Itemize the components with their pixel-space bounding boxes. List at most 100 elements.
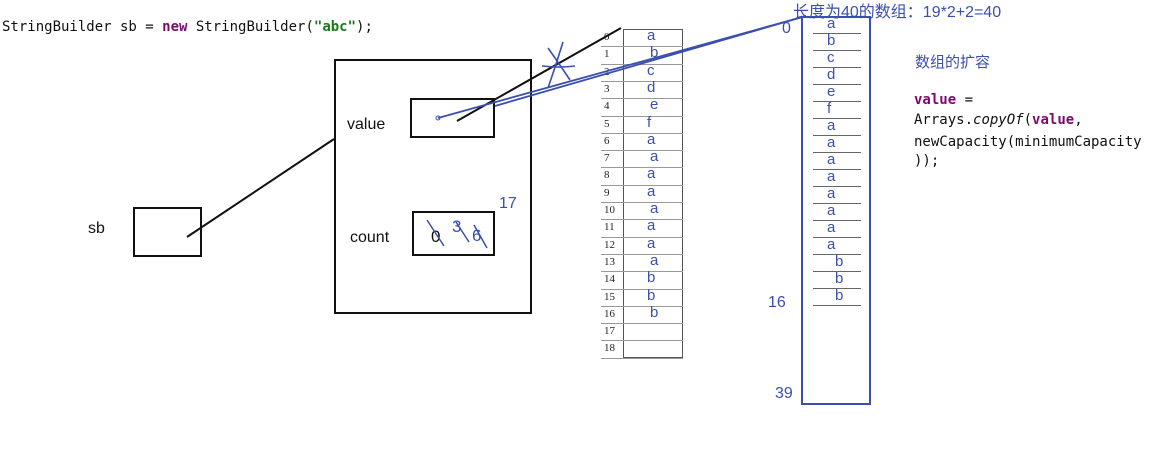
new-array-cell: d <box>827 66 836 83</box>
old-array-cell: a <box>650 251 659 269</box>
new-array-cell: a <box>827 117 836 134</box>
value-pointer-new-2 <box>494 15 807 107</box>
new-array-box <box>801 16 871 405</box>
old-array-cell: a <box>647 182 656 200</box>
sb-reference-box <box>133 207 202 257</box>
old-array-cell: c <box>647 61 655 79</box>
new-array-cell: c <box>827 49 835 66</box>
keyword-new: new <box>162 19 188 35</box>
old-array-cell: a <box>650 200 659 217</box>
new-array-row-line <box>813 237 861 238</box>
count-label: count <box>350 229 390 246</box>
note-title: 数组的扩容 <box>915 54 991 71</box>
count-value-0: 0 <box>431 227 441 246</box>
old-array-row-divider <box>601 132 683 134</box>
old-array-index: 8 <box>604 169 610 182</box>
old-array-cell: d <box>647 78 656 96</box>
code-line: StringBuilder sb = new StringBuilder("ab… <box>2 19 373 35</box>
new-array-cell: a <box>827 185 836 202</box>
note-code-line-2: Arrays.copyOf(value, <box>914 112 1083 128</box>
old-array-row-divider <box>601 305 683 307</box>
old-array-row-divider <box>601 184 683 186</box>
cross-out-mark <box>541 41 576 89</box>
old-array-index: 11 <box>604 221 615 234</box>
new-array-row-line <box>813 33 861 34</box>
new-array-row-line <box>813 101 861 102</box>
new-array-cell: a <box>827 219 836 236</box>
old-array-row-divider <box>601 219 683 221</box>
old-array-cell: a <box>650 148 659 166</box>
old-array-row-divider <box>601 271 683 273</box>
old-array-cell: a <box>647 165 656 183</box>
old-array-index: 5 <box>604 117 610 130</box>
old-array-index: 10 <box>604 204 615 216</box>
new-array-row-line <box>813 118 861 119</box>
new-array-row-line <box>813 288 861 289</box>
old-array-row-divider <box>601 357 683 359</box>
old-array-index: 1 <box>604 48 610 61</box>
count-value-6: 6 <box>472 226 482 245</box>
new-array-cell: e <box>827 83 836 100</box>
old-array-index: 7 <box>604 152 610 165</box>
new-array-row-line <box>813 67 861 68</box>
old-array-cell: a <box>647 217 656 235</box>
note-code-line-4: )); <box>914 153 940 169</box>
new-array-row-line <box>813 271 861 272</box>
new-array-cell: b <box>835 287 844 304</box>
old-array-cell: a <box>647 130 656 148</box>
new-array-index-0: 0 <box>782 20 791 37</box>
count-value-3: 3 <box>452 217 462 236</box>
count-field-box <box>412 211 495 256</box>
old-array-outline <box>623 29 683 358</box>
old-array-row-divider <box>601 150 683 152</box>
old-array-row-divider <box>601 253 683 255</box>
old-array-row-divider <box>601 46 683 48</box>
new-array-cell: b <box>835 270 844 287</box>
old-array-row-divider <box>601 236 683 238</box>
old-array-index: 3 <box>604 82 610 95</box>
new-array-row-line <box>813 50 861 51</box>
new-array-row-line <box>813 203 861 204</box>
old-array-row-divider <box>601 202 683 203</box>
new-array-cell: a <box>827 134 836 151</box>
sb-pointer-line <box>186 138 335 238</box>
new-array-row-line <box>813 152 861 153</box>
old-array-index: 14 <box>604 273 615 286</box>
old-array-index: 6 <box>604 134 610 147</box>
new-array-cell: a <box>827 15 836 32</box>
old-array-cell: b <box>647 269 656 287</box>
new-array-cell: a <box>827 151 836 168</box>
old-array-row-divider <box>601 98 683 100</box>
count-new-value: 17 <box>499 195 517 212</box>
old-array-row-divider <box>601 80 683 82</box>
string-literal: "abc" <box>313 19 357 35</box>
new-array-cell: b <box>827 32 836 49</box>
new-array-row-line <box>813 186 861 187</box>
stringbuilder-object <box>334 59 532 314</box>
new-array-cell: a <box>827 168 836 185</box>
old-array-index: 9 <box>604 186 610 199</box>
old-array-index: 18 <box>604 342 615 355</box>
new-array-row-line <box>813 220 861 221</box>
old-array-cell: b <box>650 44 659 62</box>
new-array-index-16: 16 <box>768 294 786 311</box>
old-array-cell: a <box>647 27 656 44</box>
value-label: value <box>347 116 386 133</box>
new-array-cell: a <box>827 202 836 219</box>
old-array-cell: a <box>647 234 656 252</box>
old-array-row-divider <box>601 115 683 117</box>
old-array-cell: f <box>647 113 652 131</box>
new-array-cell: f <box>827 100 832 117</box>
old-array-cell: b <box>647 286 656 304</box>
new-array-cell: a <box>827 236 836 253</box>
old-array-index: 12 <box>604 238 615 251</box>
note-code-line-1: value = <box>914 92 974 108</box>
old-array-index: 13 <box>604 255 615 268</box>
note-code-line-3: newCapacity(minimumCapacity <box>914 134 1142 150</box>
new-array-row-line <box>813 135 861 136</box>
old-array-index: 4 <box>604 100 610 113</box>
new-array-cell: b <box>835 253 844 270</box>
sb-label: sb <box>88 220 105 237</box>
old-array-index: 17 <box>604 325 615 338</box>
